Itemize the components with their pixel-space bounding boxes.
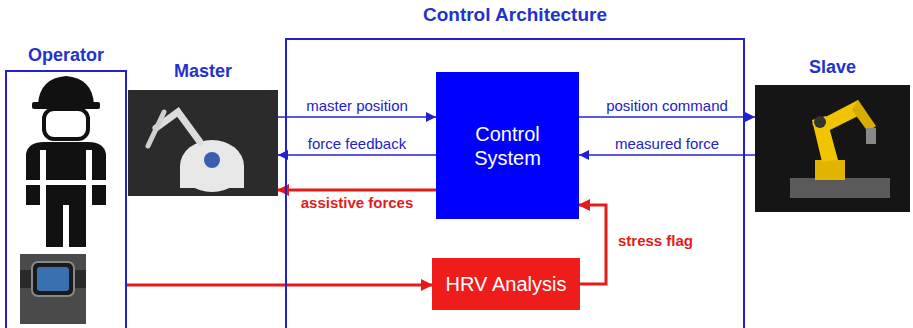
heading-text: Operator [5,44,127,66]
haptic-device-photo [128,90,278,196]
signal-arrow-red [278,189,436,192]
box-text: Control System [442,122,573,170]
process-box: HRV Analysis [432,258,580,310]
signal-label: assistive forces [299,194,416,212]
master-device: Master [128,60,278,197]
signal-arrow [579,116,755,118]
signal-arrow [278,116,436,118]
signal-label: measured force [613,135,721,153]
smartwatch-photo [20,254,86,324]
signal-label: master position [304,97,410,115]
worker-icon [26,76,106,247]
region-outline [5,70,127,328]
heading-text: Control Architecture [285,4,745,26]
signal-label: position command [604,97,730,115]
signal-label: force feedback [306,135,408,153]
box-text: HRV Analysis [446,272,567,296]
heading-text: Master [128,60,278,82]
signal-arrow-red [127,284,432,287]
process-box: Control System [436,72,579,219]
control-architecture-region: Control ArchitectureControl SystemHRV An… [285,4,745,328]
slave-robot: Slave [755,56,910,213]
robot-arm-photo [755,85,910,212]
operator-panel: Operator [5,44,127,328]
signal-arrow-red [579,205,606,284]
signal-label: stress flag [616,232,695,250]
heading-text: Slave [755,56,910,78]
signal-arrow [579,154,755,156]
signal-arrow [278,154,436,156]
